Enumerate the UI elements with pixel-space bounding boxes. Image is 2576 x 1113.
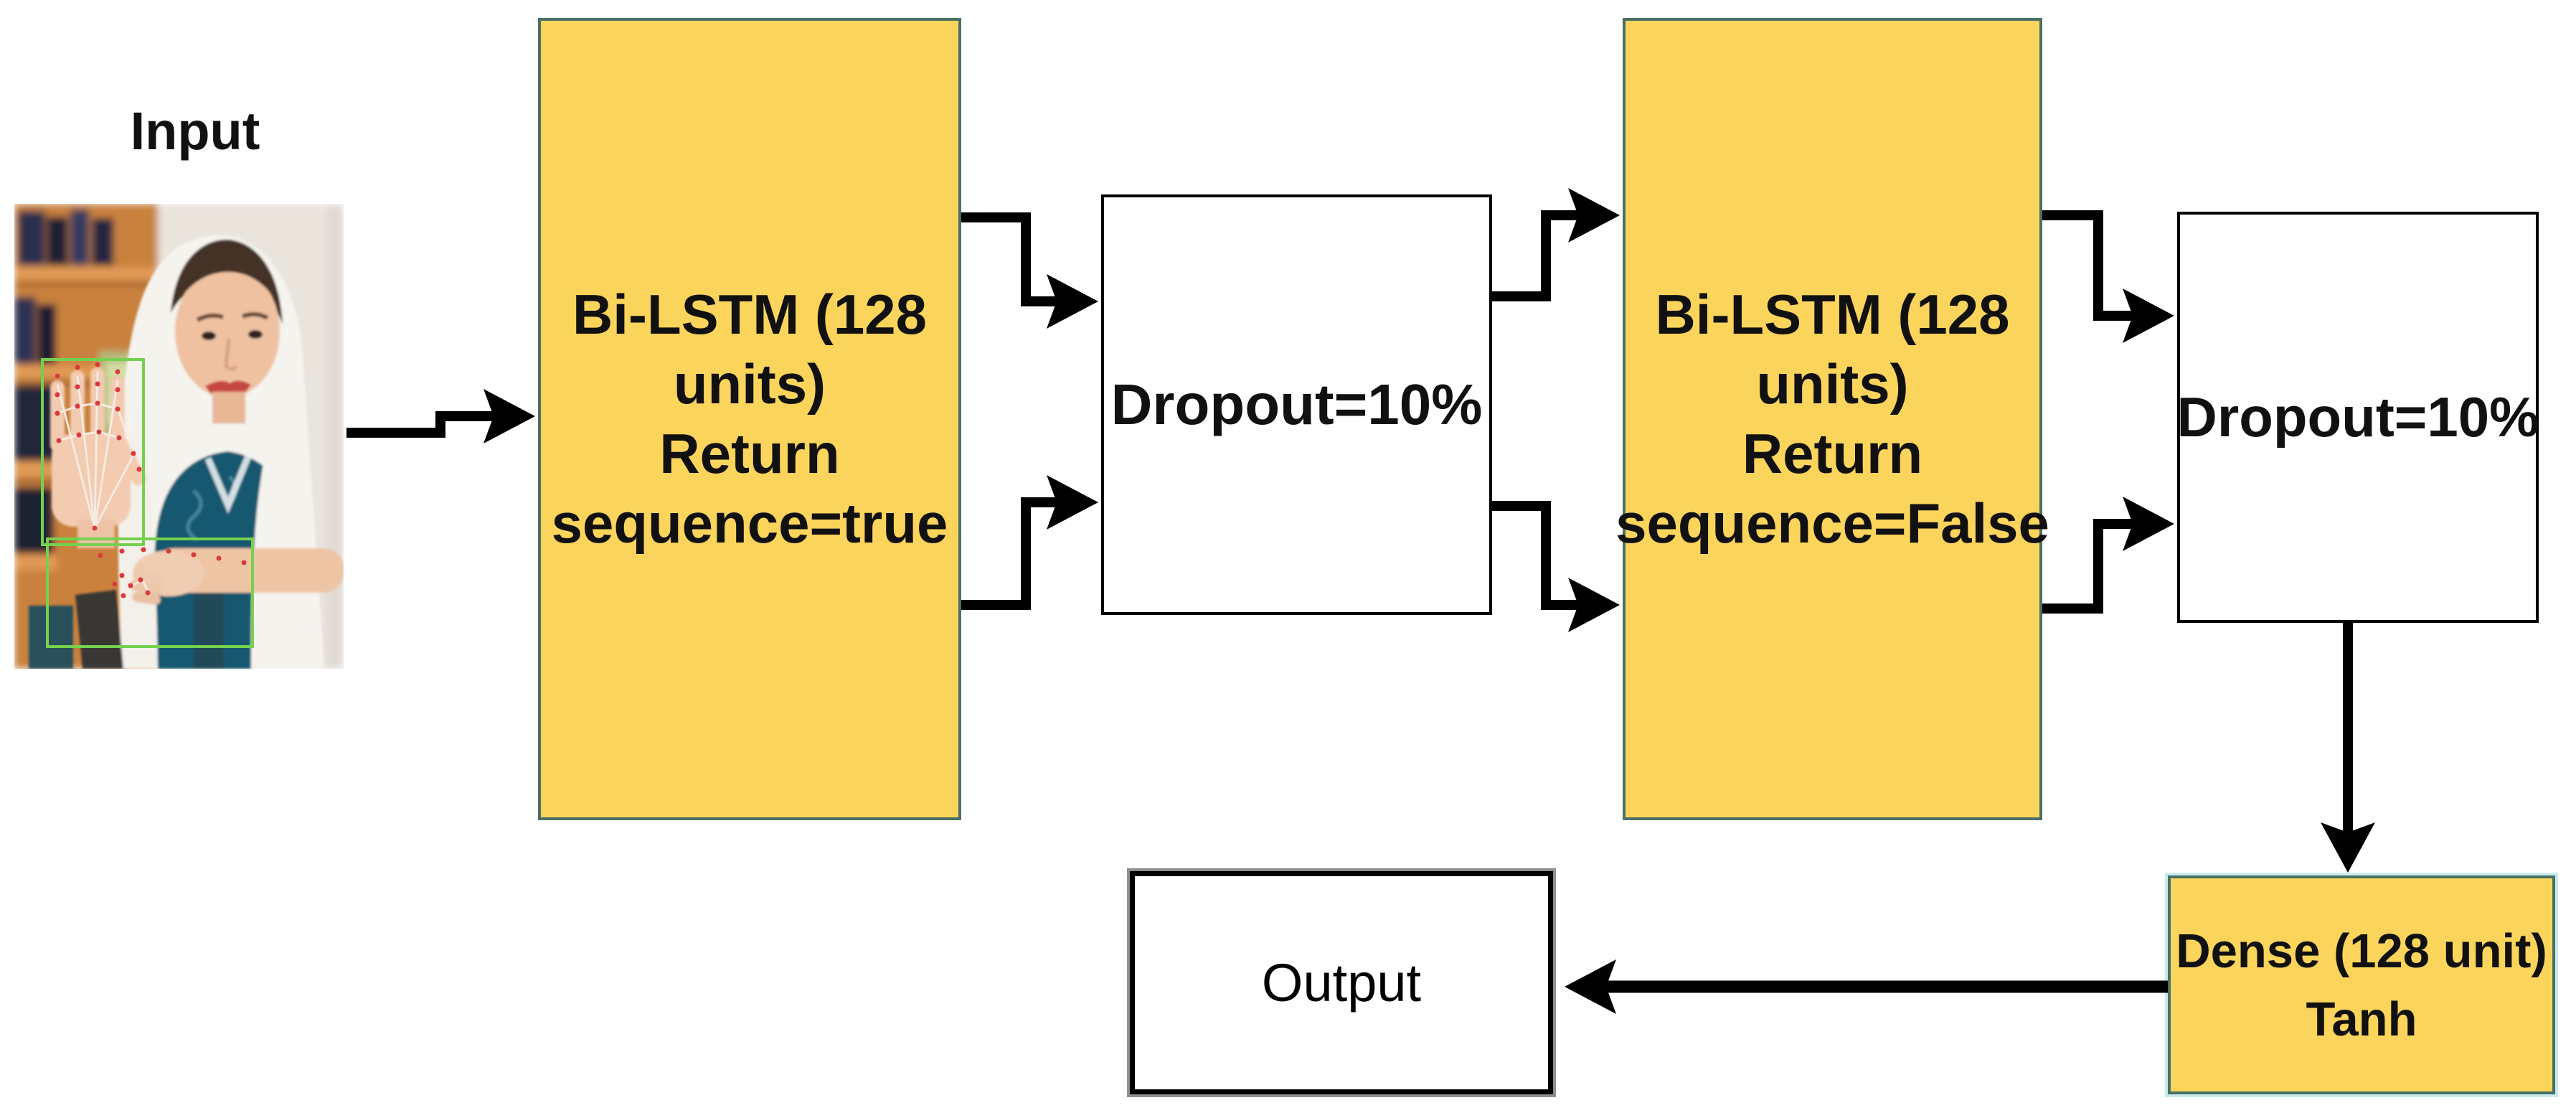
signer-person: [29, 235, 344, 669]
lower-arm: [29, 548, 344, 669]
arrow-dropout2-to-dense: [2321, 623, 2375, 873]
nose: [224, 338, 237, 371]
node-dropout2-label: Dropout=10%: [2176, 385, 2539, 449]
hand-bounding-box-2: [46, 537, 254, 648]
hand-landmark-mesh: [56, 371, 151, 593]
arrow-dense-to-output: [1565, 959, 2168, 1014]
node-dropout1-label: Dropout=10%: [1110, 372, 1483, 436]
collar: [204, 455, 252, 514]
node-dropout1: Dropout=10%: [1101, 194, 1492, 615]
node-dense: Dense (128 unit) Tanh: [2168, 875, 2555, 1094]
left-eye: [202, 332, 216, 340]
arrow-dropout1-to-bilstm2-lower: [1492, 501, 1620, 632]
node-bilstm1: Bi-LSTM (128 units) Return sequence=true: [538, 18, 961, 820]
node-dense-label: Dense (128 unit) Tanh: [2176, 924, 2547, 1046]
input-photo: [14, 204, 344, 669]
node-bilstm2: Bi-LSTM (128 units) Return sequence=Fals…: [1615, 18, 2049, 820]
right-eye: [248, 330, 263, 339]
arrow-bilstm1-to-dropout1-lower: [961, 475, 1098, 610]
input-label: Input: [130, 101, 260, 161]
node-bilstm2-label: Bi-LSTM (128 units) Return sequence=Fals…: [1615, 283, 2049, 555]
neck: [212, 392, 245, 423]
node-output-label: Output: [1261, 953, 1422, 1013]
node-dropout2: Dropout=10%: [2177, 212, 2539, 623]
arrow-input-to-bilstm1: [346, 389, 535, 443]
face: [175, 266, 280, 398]
arrow-bilstm2-to-dropout2-upper: [2042, 210, 2174, 343]
right-brow: [241, 312, 269, 320]
left-brow: [196, 313, 224, 322]
node-output: Output: [1130, 871, 1553, 1094]
hair-fringe: [176, 250, 280, 306]
hand-bounding-box-1: [41, 358, 145, 546]
arrow-bilstm2-to-dropout2-lower: [2042, 497, 2174, 614]
node-bilstm1-label: Bi-LSTM (128 units) Return sequence=true: [551, 283, 948, 555]
hand-landmark-dots: [55, 362, 247, 598]
arrow-bilstm1-to-dropout1-upper: [961, 212, 1098, 329]
arrow-dropout1-to-bilstm2-upper: [1492, 188, 1620, 301]
